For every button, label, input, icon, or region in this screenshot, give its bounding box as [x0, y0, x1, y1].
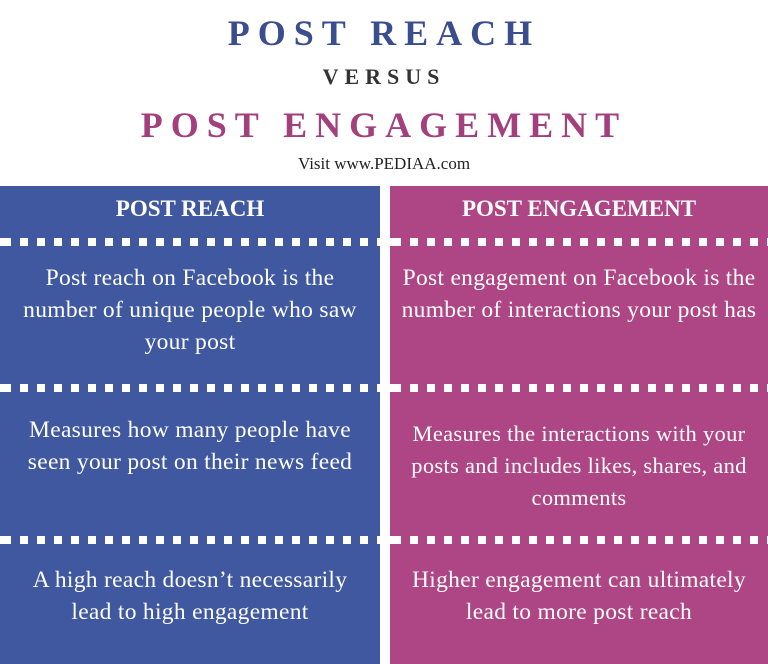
divider [390, 384, 768, 392]
title-post-reach: POST REACH [227, 13, 541, 53]
divider [0, 536, 380, 544]
row-impact: A high reach doesn’t necessarily lead to… [32, 567, 348, 625]
column-post-engagement: POST ENGAGEMENT Post engagement on Faceb… [390, 186, 768, 664]
divider [0, 238, 380, 246]
divider [0, 384, 380, 392]
source-link: Visit www.PEDIAA.com [297, 154, 471, 173]
row-definition: Post engagement on Facebook is the numbe… [401, 265, 757, 323]
column-header: POST REACH [115, 196, 265, 221]
row-impact: Higher engagement can ultimately lead to… [412, 567, 746, 625]
title-post-engagement: POST ENGAGEMENT [140, 105, 628, 145]
divider [390, 238, 768, 246]
row-definition: Post reach on Facebook is the number of … [23, 265, 357, 355]
column-header: POST ENGAGEMENT [461, 196, 697, 221]
column-post-reach: POST REACH Post reach on Facebook is the… [0, 186, 380, 664]
row-measures: Measures how many people have seen your … [27, 417, 353, 475]
title-versus: VERSUS [322, 64, 446, 89]
row-measures: Measures the interactions with your post… [411, 421, 747, 510]
divider [390, 536, 768, 544]
